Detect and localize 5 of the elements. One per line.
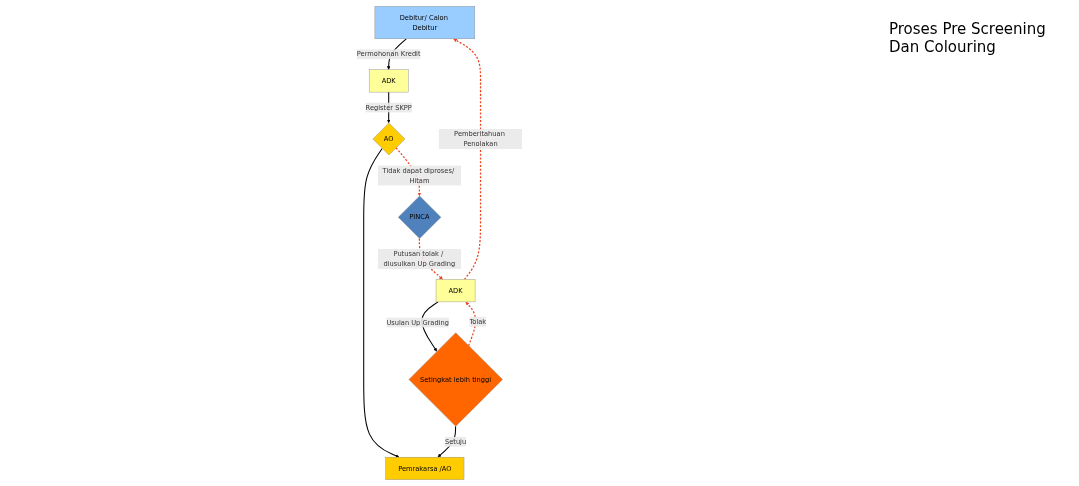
arrow <box>421 301 439 352</box>
arrow <box>363 148 400 458</box>
note-text: Proses Pre Screening Dan Colouring <box>889 20 1047 56</box>
arrow <box>465 301 477 347</box>
arrow <box>453 38 482 281</box>
